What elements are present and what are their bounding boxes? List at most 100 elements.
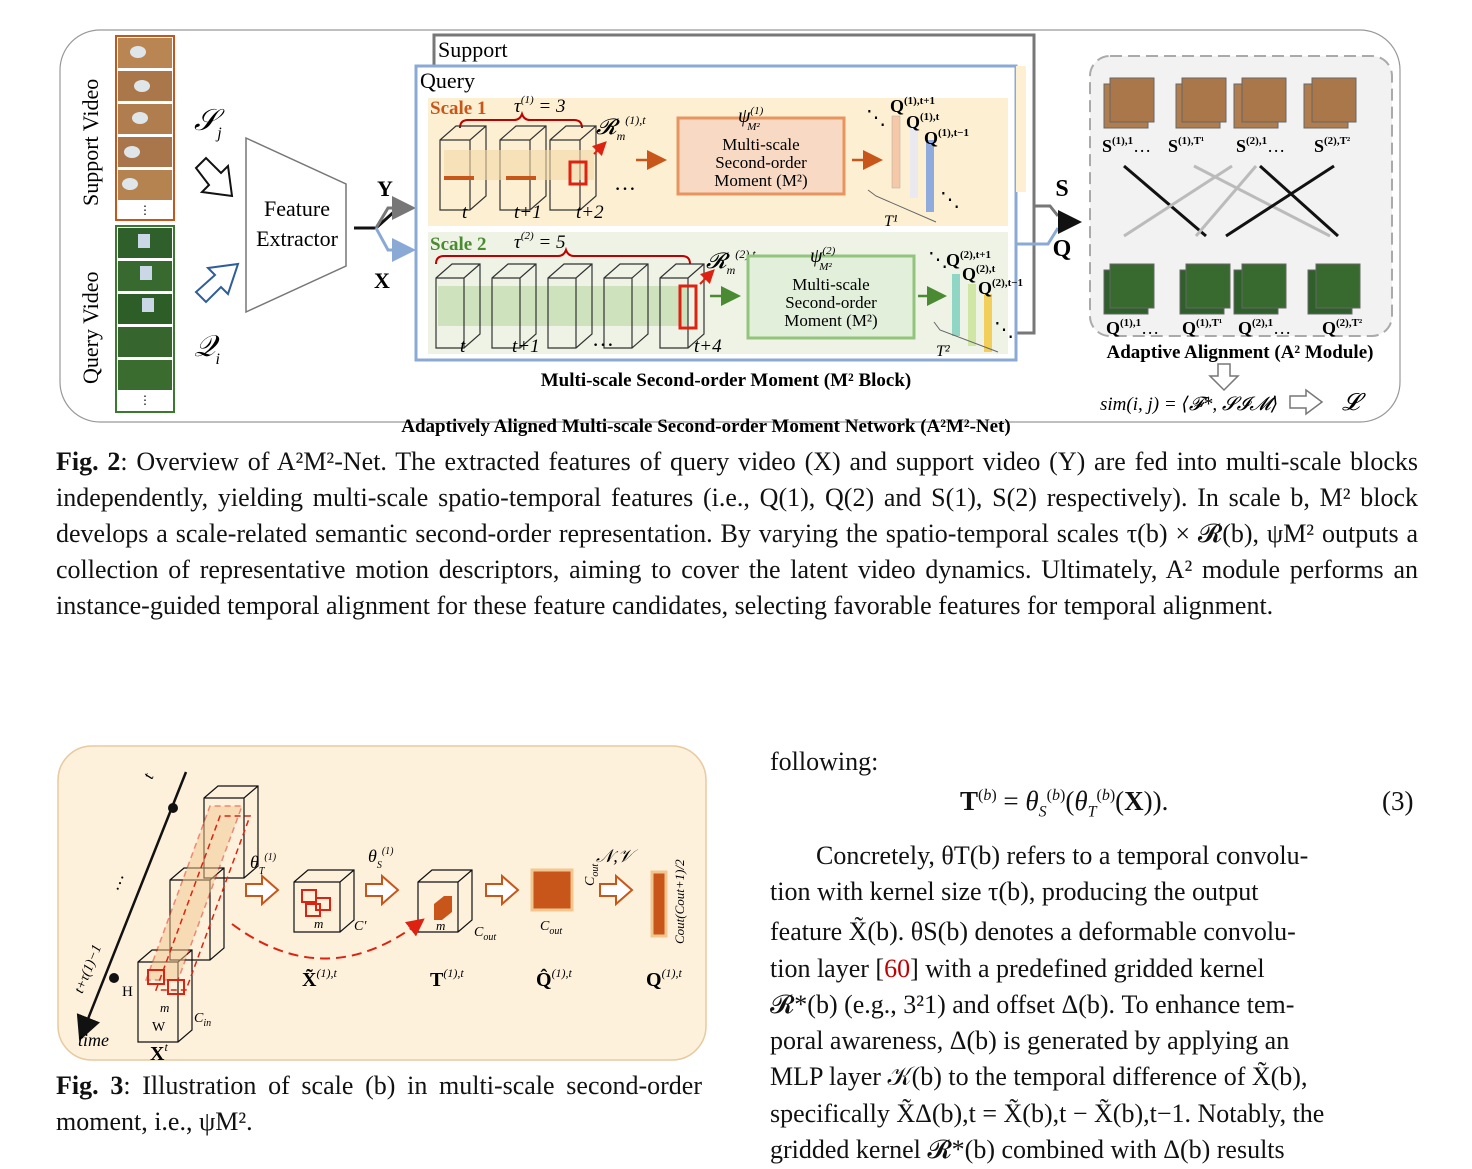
para-line-2: tion with kernel size τ(b), producing th… (770, 877, 1259, 906)
feature-extractor (245, 136, 347, 314)
q-vector (650, 870, 668, 938)
para-line-7: MLP layer 𝒦(b) to the temporal differenc… (770, 1062, 1308, 1091)
q-output-label: Q (1053, 236, 1072, 262)
scale1-q-bar3 (926, 140, 934, 212)
svg-text:⋮: ⋮ (139, 203, 151, 217)
scale2-block-line1: Multi-scale (792, 275, 869, 294)
svg-text:⋱: ⋱ (928, 249, 948, 271)
svg-text:…: … (614, 170, 636, 195)
theta-s-arrow (365, 873, 400, 907)
para-line-4: tion layer [60] with a predefined gridde… (770, 954, 1265, 983)
para-line-6: poral awareness, Δ(b) is generated by ap… (770, 1026, 1290, 1055)
scale1-T-label: T¹ (884, 213, 898, 230)
scale1-m2-block (676, 116, 846, 196)
citation-60[interactable]: 60 (884, 954, 911, 983)
scale2-q-bar2 (968, 284, 976, 346)
support-feat-3: S(2),1… (1236, 135, 1285, 156)
h-label: H (122, 984, 133, 1000)
scale1-label: Scale 1 (430, 98, 486, 119)
nv-arrow (599, 873, 634, 907)
cprime-label: C′ (354, 919, 367, 934)
x-tilde-cube (293, 869, 355, 933)
fig3-caption: Fig. 3: Illustration of scale (b) in mul… (56, 1068, 702, 1140)
loss-arrow (1289, 388, 1324, 416)
fig2-caption: Fig. 2: Overview of A²M²-Net. The extrac… (56, 444, 1418, 624)
time-axis (76, 771, 188, 1041)
fig3-caption-text: : Illustration of scale (b) in multi-sca… (56, 1071, 702, 1136)
scale2-frames (435, 263, 705, 349)
scale1-brace (459, 110, 583, 129)
equation-number: (3) (1382, 786, 1414, 816)
support-feature-stacks (1103, 77, 1357, 129)
para-line-8: specifically X̃Δ(b),t = X̃(b),t − X̃(b),… (770, 1099, 1325, 1128)
fig2-caption-prefix: Fig. 2 (56, 447, 121, 476)
network-caption: Adaptively Aligned Multi-scale Second-or… (401, 416, 1010, 437)
scale2-frame-t1: t+1 (512, 336, 540, 357)
time-label: time (78, 1030, 109, 1050)
svg-text:⋮: ⋮ (139, 393, 151, 407)
s-output-label: S (1055, 176, 1068, 202)
scale2-m2-block (746, 254, 916, 340)
svg-text:…: … (592, 326, 614, 351)
para-line-9: gridded kernel 𝓡*(b) combined with Δ(b) … (770, 1135, 1285, 1164)
m-label-t: m (436, 918, 445, 933)
query-hollow-arrow (194, 262, 240, 304)
figure-2: ⋮ ⋮ Support Video Query Video 𝒮j 𝒬i Feat… (59, 29, 1401, 437)
scale1-frame-t1: t+1 (514, 202, 542, 223)
scale2-label: Scale 2 (430, 234, 486, 255)
fig3-caption-prefix: Fig. 3 (56, 1071, 124, 1100)
support-box-label: Support (438, 37, 508, 62)
m2-block-caption: Multi-scale Second-order Moment (M² Bloc… (541, 370, 912, 391)
nv-label: 𝒩,𝒱 (596, 846, 639, 866)
a2-down-arrow (1208, 363, 1240, 392)
scale1-block-line2: Second-order (715, 153, 807, 172)
support-hollow-arrow (194, 156, 234, 198)
q-hat-square (530, 868, 574, 912)
dashed-link (231, 918, 425, 960)
scale2-q-bar1 (952, 274, 960, 336)
para-line-1: Concretely, θT(b) refers to a temporal c… (816, 841, 1309, 870)
scale2-q-bar3 (984, 294, 992, 352)
scale2-block-line3: Moment (M²) (784, 311, 877, 330)
scale2-frame-t: t (460, 336, 466, 357)
output-x-label: X (374, 268, 390, 293)
para-line-3: feature X̃(b). θS(b) denotes a deformabl… (770, 917, 1296, 946)
cout-expr-label: Cout(Cout+1)/2 (672, 859, 687, 944)
figure-3: t t+τ(1)−1 … time H W Cin m Xt θT(1) m C… (57, 745, 707, 1064)
m-label-input: m (160, 1000, 169, 1015)
svg-text:⋱: ⋱ (940, 189, 960, 211)
scale1-block-line3: Moment (M²) (714, 171, 807, 190)
alignment-lines (1123, 164, 1340, 238)
scale1-frame-t: t (462, 202, 468, 223)
fig2-caption-text: : Overview of A²M²-Net. The extracted fe… (56, 447, 1419, 620)
equation-3: T(b) = θS(b)(θT(b)(X)). (960, 786, 1169, 821)
support-feat-1: S(1),1… (1102, 135, 1151, 156)
query-box-label: Query (420, 68, 475, 93)
scale1-q-bar2 (910, 126, 918, 198)
scale1-block-line1: Multi-scale (722, 135, 799, 154)
query-video-strip: ⋮ (115, 225, 175, 413)
x-t-label: Xt (150, 1040, 168, 1064)
a2-caption: Adaptive Alignment (A² Module) (1107, 342, 1374, 363)
feature-extractor-line1: Feature (264, 196, 330, 221)
w-label: W (152, 1020, 166, 1035)
scale1-q-bar1 (891, 115, 901, 189)
sim-formula: sim(i, j) = ⟨𝓕*, 𝓢𝓘𝓜⟩ (1100, 394, 1278, 415)
scale1-frame-t2: t+2 (576, 202, 604, 223)
scale2-frame-t4: t+4 (694, 336, 722, 357)
svg-text:⋱: ⋱ (994, 319, 1014, 341)
support-video-label: Support Video (78, 79, 103, 206)
scale2-brace (435, 246, 691, 265)
query-feat-1: Q(1),1… (1106, 317, 1159, 338)
theta-t-arrow (245, 873, 280, 907)
query-video-label: Query Video (78, 271, 103, 384)
scale2-block-line2: Second-order (785, 293, 877, 312)
query-feat-3: Q(2),1… (1238, 317, 1291, 338)
scale2-T-label: T² (936, 343, 951, 360)
axis-t-label: t (140, 770, 158, 781)
feature-extractor-line2: Extractor (256, 226, 339, 251)
support-video-strip: ⋮ (115, 35, 175, 221)
output-y-label: Y (377, 176, 393, 201)
following-text: following: (770, 747, 879, 776)
m-label-xtilde: m (314, 916, 323, 931)
